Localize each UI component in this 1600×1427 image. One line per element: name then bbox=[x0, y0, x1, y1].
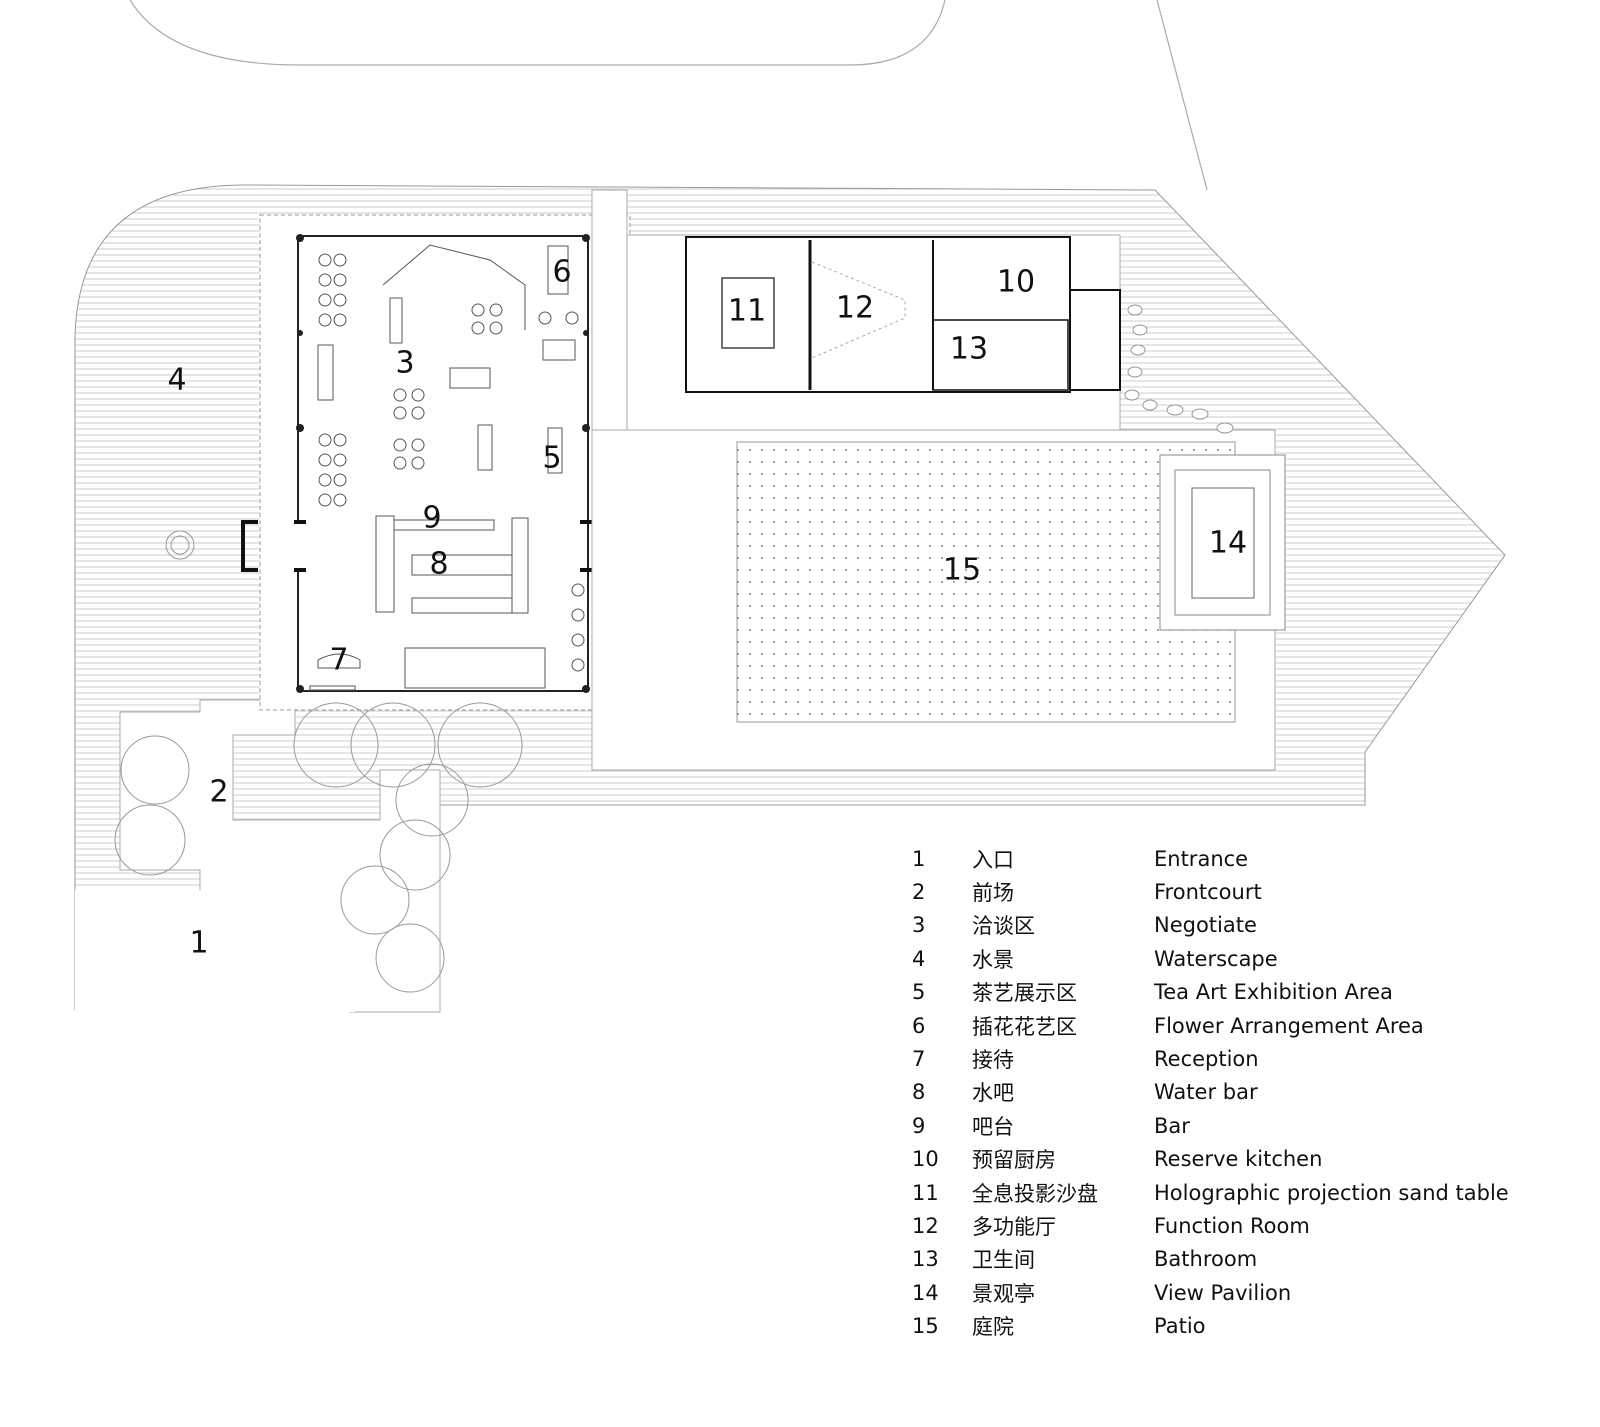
projection-cone bbox=[811, 261, 906, 359]
columns bbox=[296, 234, 590, 693]
legend-english: Negotiate bbox=[1154, 913, 1257, 938]
legend-row: 1 入口 Entrance bbox=[912, 842, 1509, 875]
legend-chinese: 插花花艺区 bbox=[972, 1014, 1077, 1039]
legend-english: Patio bbox=[1154, 1314, 1206, 1339]
legend-row: 15 庭院 Patio bbox=[912, 1309, 1509, 1342]
legend-english: Frontcourt bbox=[1154, 880, 1262, 905]
legend-number: 11 bbox=[912, 1180, 939, 1205]
sand-table bbox=[721, 277, 775, 349]
furniture bbox=[309, 244, 585, 691]
legend-chinese: 景观亭 bbox=[972, 1281, 1035, 1306]
label-kitchen: 10 bbox=[997, 265, 1035, 300]
bathroom-block bbox=[932, 319, 1069, 391]
label-reception: 7 bbox=[329, 643, 348, 678]
legend-number: 4 bbox=[912, 946, 926, 971]
legend-number: 7 bbox=[912, 1047, 926, 1072]
legend-english: Tea Art Exhibition Area bbox=[1154, 980, 1393, 1005]
view-pavilion-outer bbox=[1159, 454, 1286, 631]
chair-clusters bbox=[318, 253, 585, 672]
legend-row: 11 全息投影沙盘 Holographic projection sand tabl… bbox=[912, 1176, 1509, 1209]
label-bathroom: 13 bbox=[950, 332, 988, 367]
trees bbox=[114, 530, 523, 993]
label-tea-art: 5 bbox=[542, 441, 561, 476]
legend-chinese: 入口 bbox=[972, 847, 1014, 872]
label-frontcourt: 2 bbox=[209, 775, 228, 810]
legend-row: 6 插花花艺区 Flower Arrangement Area bbox=[912, 1009, 1509, 1042]
legend-chinese: 卫生间 bbox=[972, 1248, 1035, 1273]
entry-door-frame bbox=[241, 520, 258, 572]
label-entrance: 1 bbox=[189, 926, 208, 961]
view-pavilion-mid bbox=[1174, 469, 1271, 616]
label-bar: 9 bbox=[422, 501, 441, 536]
site-boundary-right bbox=[1156, 0, 1208, 191]
legend-english: Entrance bbox=[1154, 846, 1249, 871]
legend-chinese: 水吧 bbox=[972, 1081, 1014, 1106]
legend-number: 15 bbox=[912, 1314, 939, 1339]
legend-english: Bar bbox=[1154, 1113, 1190, 1138]
entrance-area bbox=[75, 890, 355, 1012]
legend-number: 14 bbox=[912, 1280, 939, 1305]
label-patio: 15 bbox=[943, 553, 981, 588]
legend-chinese: 茶艺展示区 bbox=[972, 981, 1077, 1006]
legend-row: 9 吧台 Bar bbox=[912, 1109, 1509, 1142]
legend-chinese: 吧台 bbox=[972, 1114, 1014, 1139]
legend-chinese: 前场 bbox=[972, 881, 1014, 906]
label-waterscape: 4 bbox=[167, 363, 186, 398]
legend-chinese: 接待 bbox=[972, 1048, 1014, 1073]
legend-number: 13 bbox=[912, 1247, 939, 1272]
legend-chinese: 洽谈区 bbox=[972, 914, 1035, 939]
legend-chinese: 多功能厅 bbox=[972, 1214, 1056, 1239]
legend-english: Flower Arrangement Area bbox=[1154, 1013, 1424, 1038]
legend-row: 14 景观亭 View Pavilion bbox=[912, 1276, 1509, 1309]
legend-english: Reserve kitchen bbox=[1154, 1147, 1323, 1172]
main-pavilion bbox=[297, 235, 589, 692]
legend-row: 13 卫生间 Bathroom bbox=[912, 1243, 1509, 1276]
legend-number: 8 bbox=[912, 1080, 926, 1105]
legend-english: Function Room bbox=[1154, 1213, 1310, 1238]
legend-row: 7 接待 Reception bbox=[912, 1042, 1509, 1075]
legend-english: Water bar bbox=[1154, 1080, 1258, 1105]
label-sand-table: 11 bbox=[728, 294, 766, 329]
label-flower: 6 bbox=[552, 255, 571, 290]
legend-number: 2 bbox=[912, 880, 926, 905]
legend: 1 入口 Entrance 2 前场 Frontcourt 3 洽谈区 Negotiate 4 水景… bbox=[912, 842, 1509, 1343]
legend-chinese: 庭院 bbox=[972, 1315, 1014, 1340]
legend-row: 12 多功能厅 Function Room bbox=[912, 1209, 1509, 1242]
legend-number: 5 bbox=[912, 980, 926, 1005]
view-pavilion-inner bbox=[1191, 487, 1255, 599]
legend-number: 9 bbox=[912, 1113, 926, 1138]
site-road-curve bbox=[129, 0, 946, 66]
legend-row: 5 茶艺展示区 Tea Art Exhibition Area bbox=[912, 976, 1509, 1009]
legend-chinese: 全息投影沙盘 bbox=[972, 1181, 1098, 1206]
legend-row: 3 洽谈区 Negotiate bbox=[912, 909, 1509, 942]
annex-building bbox=[685, 236, 1071, 393]
stepping-stones bbox=[1124, 304, 1234, 434]
label-view-pavilion: 14 bbox=[1209, 526, 1247, 561]
legend-number: 10 bbox=[912, 1147, 939, 1172]
legend-number: 6 bbox=[912, 1013, 926, 1038]
legend-english: Holographic projection sand table bbox=[1154, 1180, 1509, 1205]
legend-chinese: 水景 bbox=[972, 947, 1014, 972]
legend-english: Waterscape bbox=[1154, 946, 1278, 971]
legend-english: Reception bbox=[1154, 1047, 1259, 1072]
legend-english: Bathroom bbox=[1154, 1247, 1258, 1272]
label-water-bar: 8 bbox=[429, 547, 448, 582]
label-negotiate: 3 bbox=[395, 346, 414, 381]
label-function-room: 12 bbox=[836, 291, 874, 326]
legend-number: 1 bbox=[912, 846, 926, 871]
legend-row: 10 预留厨房 Reserve kitchen bbox=[912, 1143, 1509, 1176]
legend-english: View Pavilion bbox=[1154, 1280, 1292, 1305]
patio-area bbox=[736, 441, 1236, 723]
legend-number: 12 bbox=[912, 1213, 939, 1238]
legend-row: 4 水景 Waterscape bbox=[912, 942, 1509, 975]
legend-number: 3 bbox=[912, 913, 926, 938]
stair-core bbox=[1069, 238, 1121, 391]
legend-row: 2 前场 Frontcourt bbox=[912, 875, 1509, 908]
legend-chinese: 预留厨房 bbox=[972, 1148, 1056, 1173]
legend-row: 8 水吧 Water bar bbox=[912, 1076, 1509, 1109]
